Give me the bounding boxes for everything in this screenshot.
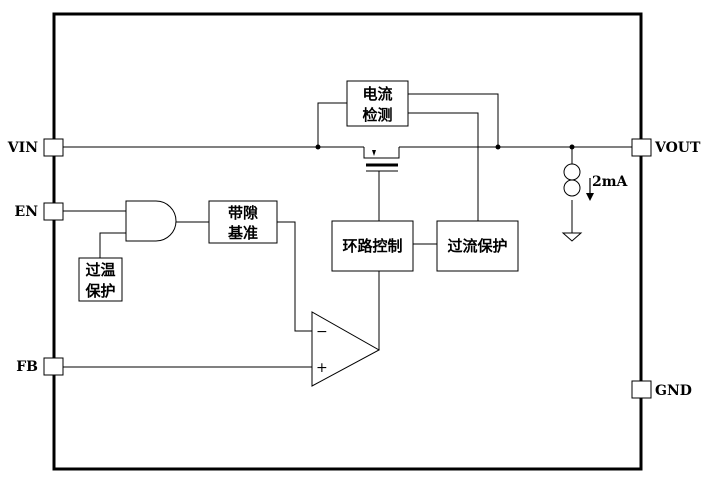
pin-gnd-label: GND [655,383,692,399]
thermal-label-line1: 过温 [85,261,115,279]
wires [63,93,632,368]
loop-control-block: 环路控制 [331,220,414,272]
junction-dot [569,144,575,150]
bandgap-label-line1: 带隙 [228,204,258,222]
pin-gnd: GND [631,380,692,399]
overcurrent-label: 过流保护 [447,237,507,255]
pass-mosfet [363,147,400,174]
current-source-label: 2mA [592,174,629,190]
current-sense-block: 电流 检测 [346,80,409,127]
current-sense-label-line1: 电流 [362,85,392,103]
opamp-minus-sign: − [316,324,328,340]
pin-vin: VIN [7,138,64,157]
pin-vout-label: VOUT [654,140,701,156]
chip-outline [52,12,643,471]
error-amplifier: − + [311,311,381,387]
bandgap-label-line2: 基准 [227,224,258,242]
junction-dot [315,144,321,150]
opamp-plus-sign: + [316,360,328,376]
overcurrent-protection-block: 过流保护 [436,220,519,272]
thermal-label-line2: 保护 [84,282,115,300]
bandgap-block: 带隙 基准 [208,200,278,244]
loop-control-label: 环路控制 [342,237,402,255]
pin-en: EN [15,202,64,221]
thermal-protection-block: 过温 保护 [78,257,123,302]
and-gate [125,200,177,242]
pin-fb: FB [16,357,64,376]
current-source: 2mA [563,163,629,201]
junction-dot [495,144,501,150]
pin-vout: VOUT [631,138,701,157]
ground-icon [561,232,583,242]
pin-vin-label: VIN [7,140,38,156]
pin-fb-label: FB [16,359,38,375]
junctions [315,144,575,150]
current-sense-label-line2: 检测 [362,106,392,124]
pin-en-label: EN [15,204,39,220]
current-arrow-icon [586,193,594,201]
